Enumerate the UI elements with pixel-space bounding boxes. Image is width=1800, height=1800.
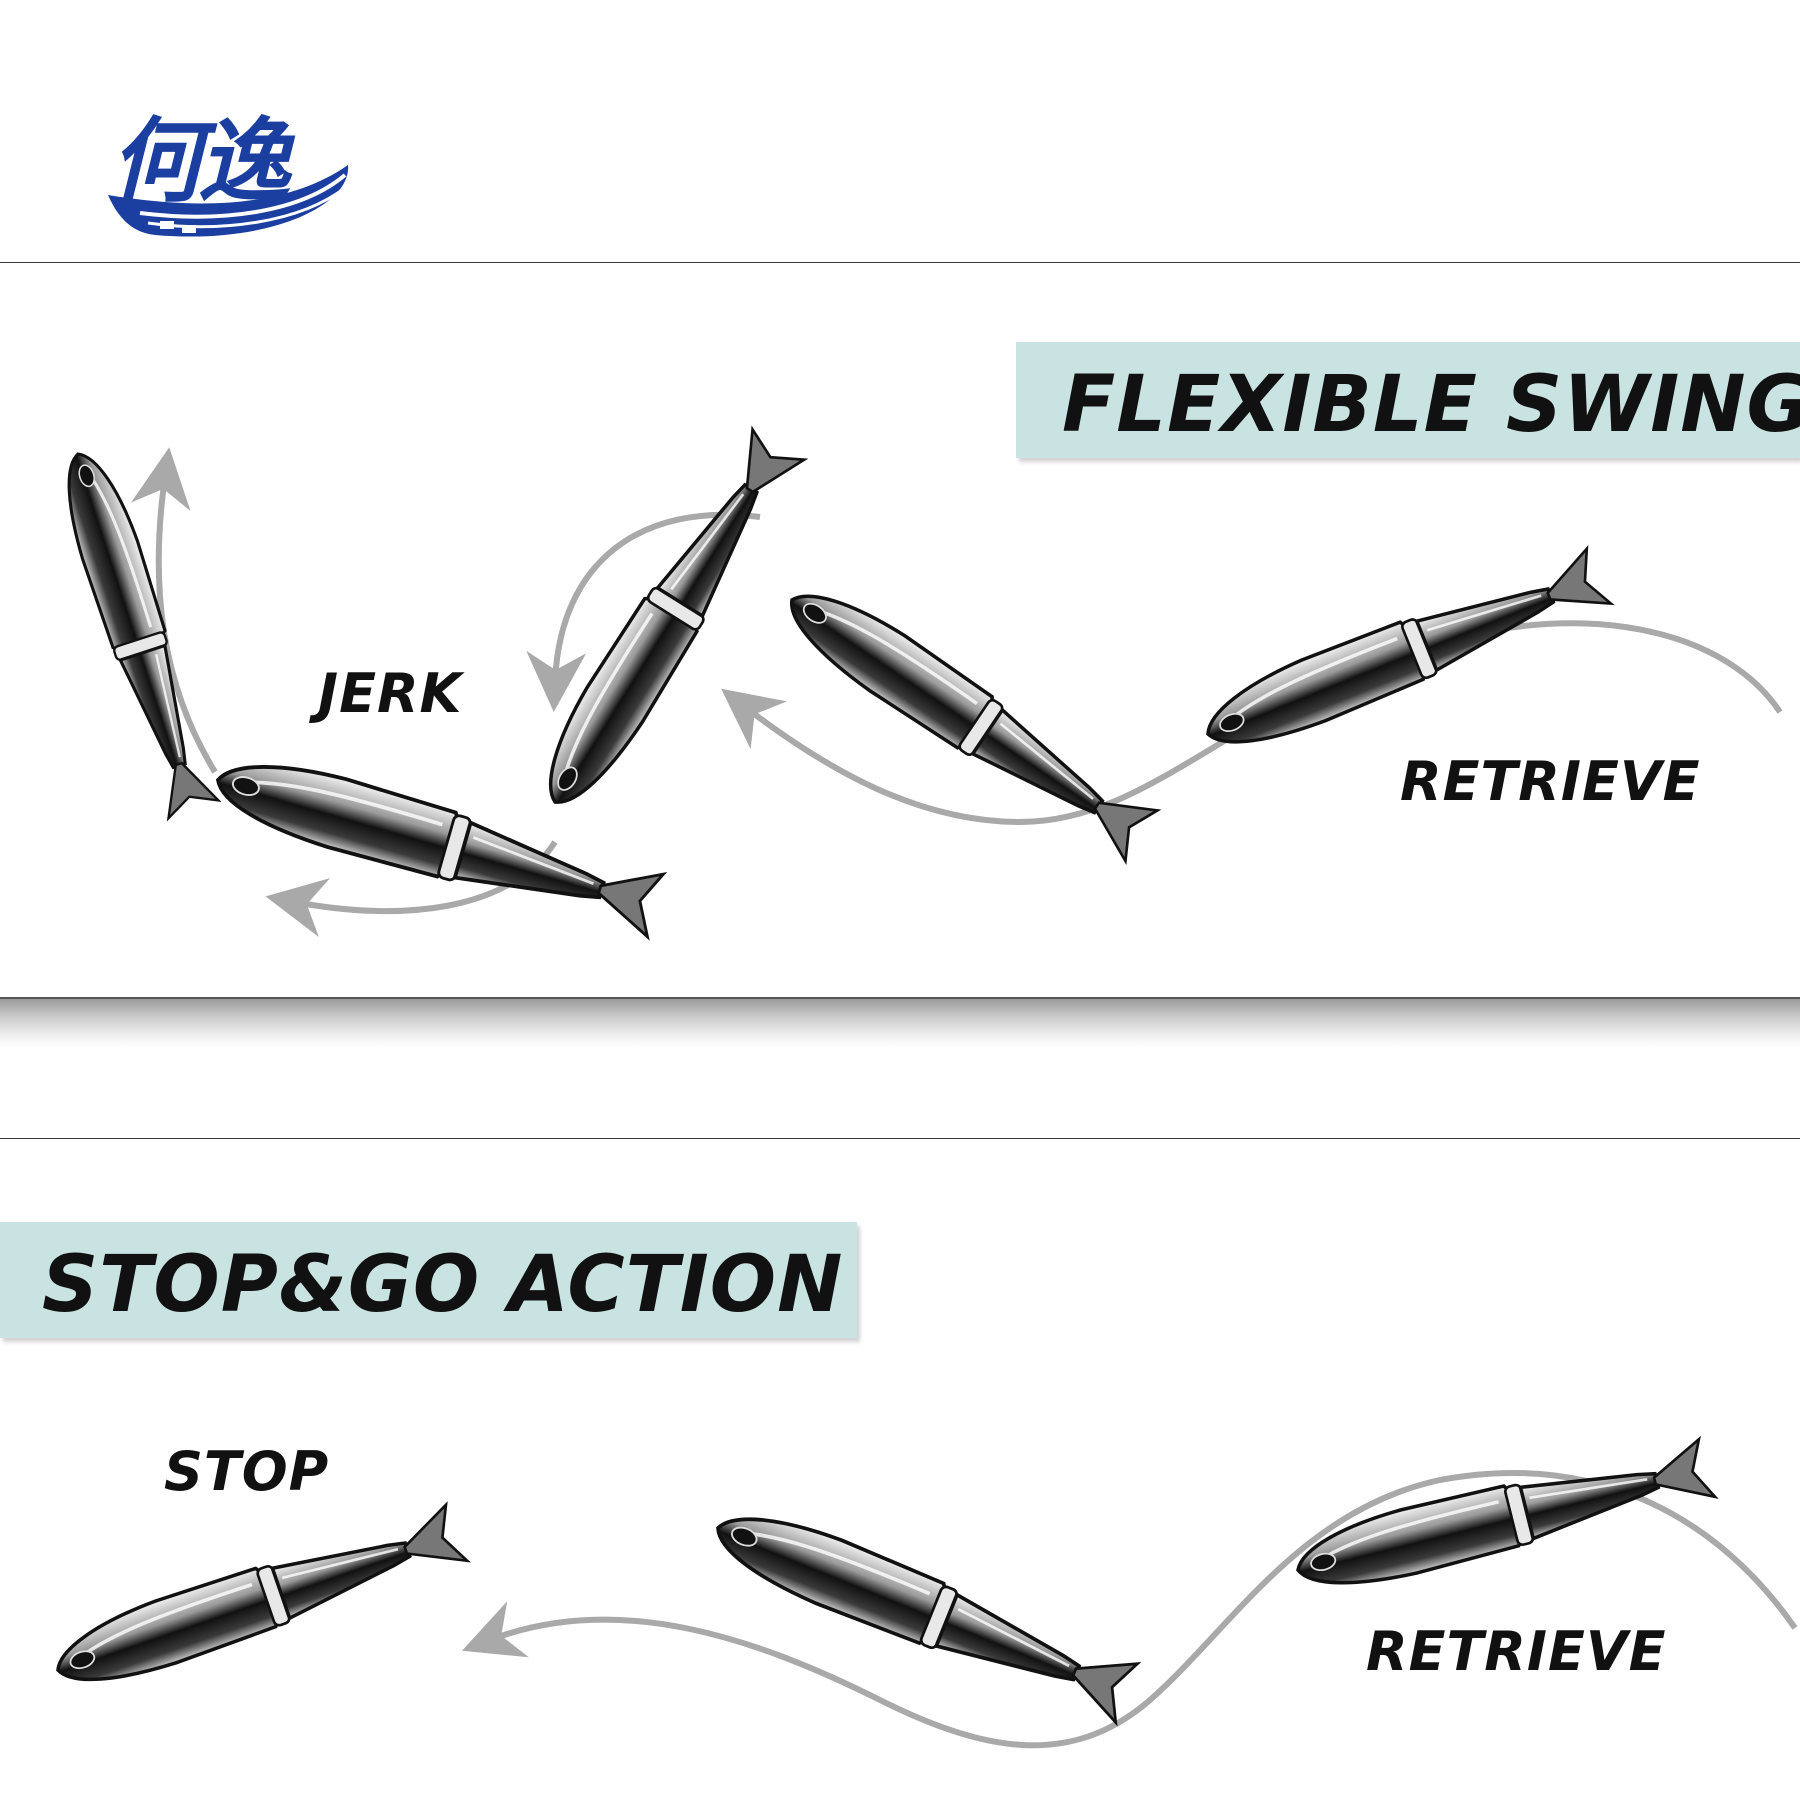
stop-go-diagram bbox=[45, 1433, 1798, 1749]
arrow-arc-middle bbox=[526, 511, 761, 712]
lure-stop-go-right bbox=[1288, 1433, 1718, 1603]
middle-divider bbox=[0, 1138, 1800, 1139]
lure-stop-go-middle bbox=[703, 1493, 1143, 1726]
arrow-retrieve-wave bbox=[721, 620, 1783, 826]
brand-logo: 何逸 bbox=[100, 95, 360, 245]
retrieve-label-top: RETRIEVE bbox=[1400, 750, 1701, 813]
stop-go-banner: STOP&GO ACTION bbox=[0, 1222, 857, 1338]
lure-vertical-left bbox=[49, 443, 224, 821]
top-divider bbox=[0, 262, 1800, 263]
stop-label: STOP bbox=[164, 1440, 330, 1503]
flexible-swing-title: FLEXIBLE SWING bbox=[1062, 360, 1800, 450]
brand-logo-text: 何逸 bbox=[110, 107, 290, 215]
jerk-label: JERK bbox=[318, 662, 463, 725]
section-bottom-divider bbox=[0, 997, 1800, 999]
section-shadow-band bbox=[0, 999, 1800, 1047]
brand-logo-swoosh bbox=[108, 165, 349, 237]
retrieve-label-bottom: RETRIEVE bbox=[1366, 1620, 1667, 1683]
lure-stop bbox=[45, 1499, 470, 1702]
flexible-swing-banner: FLEXIBLE SWING bbox=[1016, 342, 1800, 458]
flexible-swing-diagram bbox=[49, 424, 1783, 941]
lure-diagonal-middle bbox=[524, 424, 808, 821]
lure-far-right bbox=[1193, 543, 1614, 766]
stop-go-title: STOP&GO ACTION bbox=[42, 1240, 844, 1330]
